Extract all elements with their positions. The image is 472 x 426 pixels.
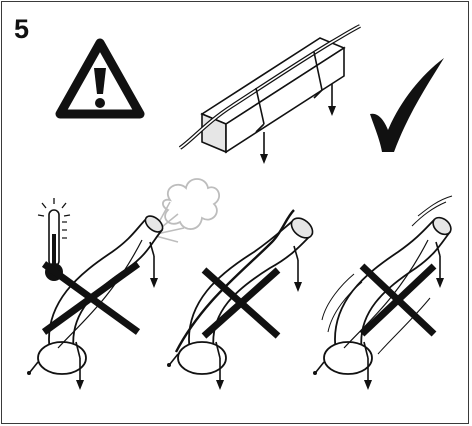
- warning-icon: [55, 38, 145, 119]
- square-channel-correct: [178, 24, 361, 165]
- steam-puff-icon: [151, 178, 221, 243]
- tube-wrong-vibration: [313, 195, 453, 391]
- tube-wrong-heat: [27, 215, 164, 391]
- checkmark-icon: [370, 58, 444, 152]
- step-number: 5: [14, 14, 30, 44]
- tube-wrong-cable-outside: [167, 209, 314, 391]
